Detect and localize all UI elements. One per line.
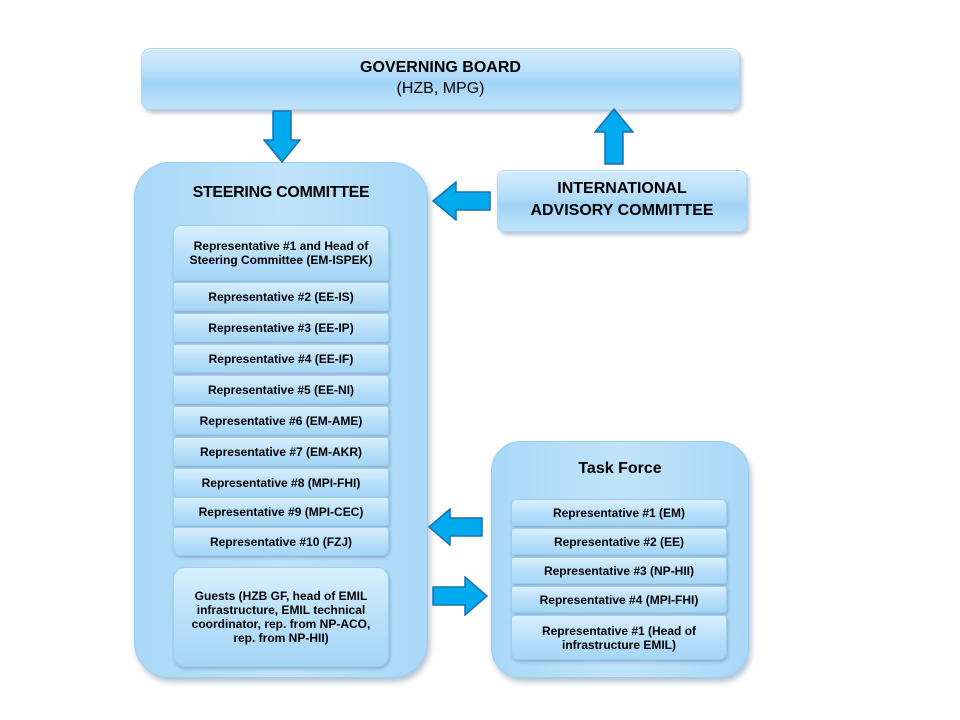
task-force-member-5: Representative #1 (Head of infrastructur…: [511, 615, 727, 660]
steering-member-6: Representative #6 (EM-AME): [173, 406, 389, 435]
arrow-left-icon: [428, 508, 483, 546]
task-force-panel: Task Force Representative #1 (EM) Repres…: [491, 441, 749, 678]
task-force-member-1: Representative #1 (EM): [511, 499, 727, 526]
steering-member-8: Representative #8 (MPI-FHI): [173, 468, 389, 497]
advisory-committee-box: INTERNATIONAL ADVISORY COMMITTEE: [497, 170, 747, 232]
arrow-right-icon: [432, 576, 488, 616]
steering-member-9: Representative #9 (MPI-CEC): [173, 497, 389, 526]
steering-member-10: Representative #10 (FZJ): [173, 527, 389, 556]
steering-member-1: Representative #1 and Head of Steering C…: [173, 225, 389, 281]
steering-member-2: Representative #2 (EE-IS): [173, 282, 389, 311]
steering-committee-title: STEERING COMMITTEE: [192, 184, 370, 201]
governing-board-title: GOVERNING BOARD: [360, 59, 521, 76]
steering-committee-member-list: Representative #1 and Head of Steering C…: [173, 225, 389, 556]
steering-committee-panel: STEERING COMMITTEE Representative #1 and…: [134, 162, 428, 678]
steering-member-4: Representative #4 (EE-IF): [173, 344, 389, 373]
arrow-down-icon: [263, 110, 301, 164]
arrow-up-icon: [594, 108, 634, 165]
steering-guests-box: Guests (HZB GF, head of EMIL infrastruct…: [173, 567, 389, 667]
advisory-committee-line2: ADVISORY COMMITTEE: [530, 202, 714, 219]
steering-member-7: Representative #7 (EM-AKR): [173, 437, 389, 466]
governing-board-subtitle: (HZB, MPG): [396, 80, 485, 97]
arrow-left-icon: [432, 181, 491, 221]
task-force-member-4: Representative #4 (MPI-FHI): [511, 586, 727, 613]
steering-member-5: Representative #5 (EE-NI): [173, 375, 389, 404]
steering-member-3: Representative #3 (EE-IP): [173, 313, 389, 342]
task-force-member-2: Representative #2 (EE): [511, 528, 727, 555]
advisory-committee-line1: INTERNATIONAL: [557, 180, 687, 197]
governing-board-box: GOVERNING BOARD (HZB, MPG): [141, 48, 740, 110]
task-force-member-3: Representative #3 (NP-HII): [511, 557, 727, 584]
task-force-title: Task Force: [578, 460, 662, 477]
task-force-member-list: Representative #1 (EM) Representative #2…: [511, 499, 727, 661]
